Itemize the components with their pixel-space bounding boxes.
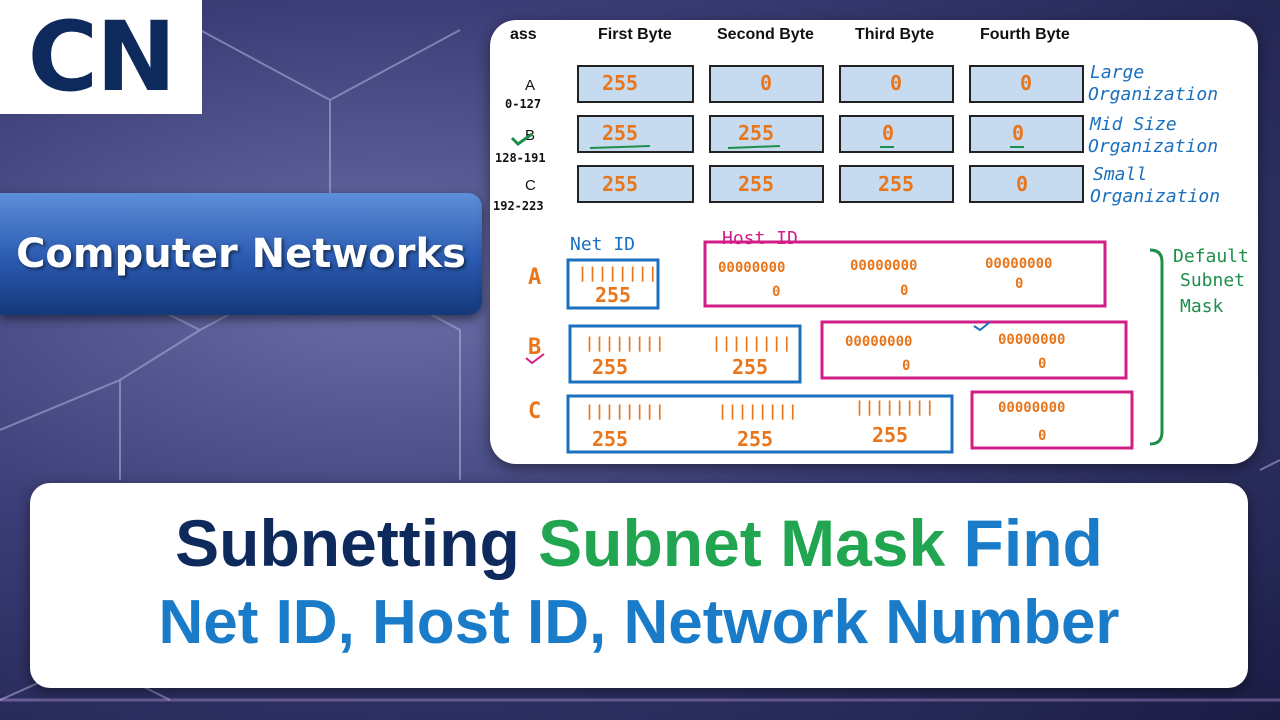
svg-text:||||||||: |||||||| — [712, 334, 792, 353]
title-word-subnetting: Subnetting — [175, 506, 520, 580]
title-card: Subnetting Subnet Mask Find Net ID, Host… — [30, 483, 1248, 688]
diagram-row-b: |||||||| |||||||| 255 255 00000000 00000… — [568, 320, 1128, 384]
class-c-range: 192-223 — [493, 199, 544, 213]
c-note-line2: Organization — [1090, 186, 1220, 207]
b-byte4-value: 0 — [1012, 121, 1024, 145]
svg-text:0: 0 — [902, 358, 910, 374]
a-byte2-value: 0 — [760, 71, 772, 95]
default-mask-line1: Default — [1173, 246, 1249, 267]
default-mask-line2: Subnet — [1180, 270, 1245, 291]
logo-text: CN — [27, 1, 177, 113]
diagram-b-tick-icon — [973, 321, 991, 332]
b-byte1-value: 255 — [602, 121, 638, 145]
default-mask-line3: Mask — [1180, 296, 1224, 317]
b-note-line1: Mid Size — [1089, 114, 1177, 135]
header-class: ass — [510, 26, 537, 43]
channel-logo: CN — [0, 0, 202, 114]
svg-text:0: 0 — [1015, 276, 1023, 292]
svg-text:0: 0 — [900, 283, 908, 299]
svg-text:00000000: 00000000 — [985, 256, 1052, 272]
default-mask-bracket — [1149, 248, 1164, 446]
svg-text:||||||||: |||||||| — [855, 398, 935, 417]
diagram-row-c: |||||||| |||||||| |||||||| 255 255 255 0… — [566, 390, 1134, 454]
c-byte1-value: 255 — [602, 172, 638, 196]
host-id-label: Host ID — [722, 228, 798, 249]
svg-text:255: 255 — [732, 355, 768, 379]
table-row-b: 255 255 0 0 — [577, 115, 1084, 153]
svg-text:255: 255 — [595, 283, 631, 307]
title-word-find: Find — [963, 506, 1103, 580]
c-byte2-value: 255 — [738, 172, 774, 196]
svg-text:255: 255 — [872, 423, 908, 447]
c-byte3-value: 255 — [878, 172, 914, 196]
net-id-label: Net ID — [570, 234, 635, 255]
title-line-1: Subnetting Subnet Mask Find — [30, 507, 1248, 579]
class-b-range: 128-191 — [495, 151, 546, 165]
a-byte4-value: 0 — [1020, 71, 1032, 95]
svg-text:||||||||: |||||||| — [585, 402, 665, 421]
svg-text:0: 0 — [1038, 356, 1046, 372]
header-second-byte: Second Byte — [717, 26, 814, 43]
b-checkmark-icon — [510, 132, 533, 146]
title-line-2: Net ID, Host ID, Network Number — [158, 588, 1120, 657]
class-c-label: C — [525, 177, 536, 194]
svg-text:00000000: 00000000 — [845, 334, 912, 350]
svg-text:00000000: 00000000 — [998, 332, 1065, 348]
svg-text:255: 255 — [737, 427, 773, 451]
c-note-line1: Small — [1093, 164, 1147, 185]
diagram-row-b-letter: B — [528, 335, 541, 360]
svg-text:255: 255 — [592, 427, 628, 451]
svg-text:||||||||: |||||||| — [585, 334, 665, 353]
diagram-row-a-letter: A — [528, 265, 541, 290]
c-byte4-value: 0 — [1016, 172, 1028, 196]
b-note-line2: Organization — [1088, 136, 1218, 157]
diagram-row-a: |||||||| 255 00000000 00000000 00000000 … — [566, 240, 1107, 310]
b-byte2-value: 255 — [738, 121, 774, 145]
whiteboard-panel: ass First Byte Second Byte Third Byte Fo… — [490, 20, 1258, 464]
header-fourth-byte: Fourth Byte — [980, 26, 1070, 43]
svg-text:||||||||: |||||||| — [718, 402, 798, 421]
title-word-subnet-mask: Subnet Mask — [538, 506, 946, 580]
a-note-line2: Organization — [1088, 84, 1218, 105]
svg-text:00000000: 00000000 — [998, 400, 1065, 416]
a-byte3-value: 0 — [890, 71, 902, 95]
header-third-byte: Third Byte — [855, 26, 934, 43]
series-label-banner: Computer Networks — [0, 193, 482, 315]
class-a-label: A — [525, 77, 535, 94]
svg-text:0: 0 — [1038, 428, 1046, 444]
table-row-c: 255 255 255 0 — [577, 165, 1084, 203]
whiteboard-drawing: ass First Byte Second Byte Third Byte Fo… — [493, 26, 1249, 454]
table-row-a: 255 0 0 0 — [577, 65, 1084, 103]
svg-text:0: 0 — [772, 284, 780, 300]
header-first-byte: First Byte — [598, 26, 672, 43]
class-a-range: 0-127 — [505, 97, 541, 111]
diagram-row-c-letter: C — [528, 399, 541, 424]
svg-text:00000000: 00000000 — [718, 260, 785, 276]
a-note-line1: Large — [1090, 62, 1144, 83]
svg-text:255: 255 — [592, 355, 628, 379]
svg-text:00000000: 00000000 — [850, 258, 917, 274]
a-byte1-value: 255 — [602, 71, 638, 95]
series-label-text: Computer Networks — [16, 231, 466, 277]
svg-text:||||||||: |||||||| — [578, 264, 658, 283]
diagram-b-checkmark-icon — [525, 353, 545, 365]
b-byte3-value: 0 — [882, 121, 894, 145]
